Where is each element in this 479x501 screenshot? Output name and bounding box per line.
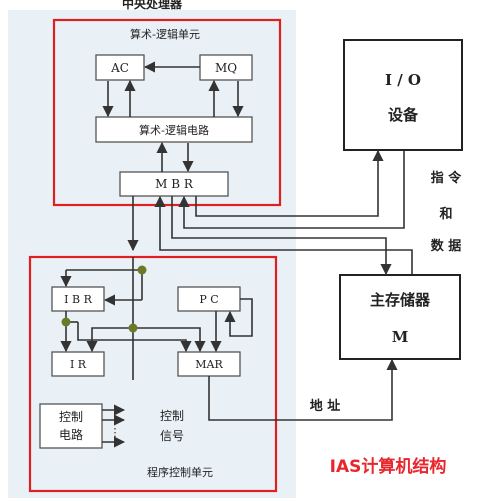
control-region bbox=[28, 255, 278, 493]
mq-label: MQ bbox=[215, 61, 237, 75]
memory-line2: M bbox=[392, 328, 409, 346]
ir-register bbox=[51, 351, 105, 377]
memory-line1: 主存储器 bbox=[370, 291, 431, 309]
mar-label: MAR bbox=[195, 358, 223, 371]
main-memory bbox=[339, 274, 461, 360]
line-io-to-mbr bbox=[178, 151, 405, 229]
line-bus-to-ir bbox=[86, 327, 133, 353]
label-and: 和 bbox=[439, 206, 452, 222]
control-title: 程序控制单元 bbox=[147, 465, 213, 479]
diagram-caption: IAS计算机结构 bbox=[330, 456, 447, 477]
control-circuit bbox=[39, 403, 103, 449]
junction-dot-2 bbox=[61, 317, 71, 327]
io-line2: 设备 bbox=[388, 106, 419, 124]
signal-dots: ⋮ bbox=[110, 426, 121, 439]
junction-dot-1 bbox=[137, 265, 147, 275]
junction-dot-3 bbox=[128, 323, 138, 333]
alu-region bbox=[52, 18, 282, 207]
control-circuit-line2: 电路 bbox=[59, 427, 83, 442]
control-signal-line1: 控制 bbox=[160, 409, 184, 423]
line-ibr-to-mar bbox=[77, 322, 192, 353]
line-bus-to-mar bbox=[133, 327, 206, 353]
control-signal-line2: 信号 bbox=[160, 429, 184, 443]
ac-label: AC bbox=[110, 61, 129, 75]
mq-register bbox=[199, 54, 253, 81]
alu-circuit bbox=[95, 116, 253, 143]
mbr-label: M B R bbox=[155, 177, 194, 191]
alu-title: 算术-逻辑单元 bbox=[130, 27, 200, 41]
cpu-title: 中央处理器 bbox=[122, 0, 183, 11]
line-mbr-to-io bbox=[195, 149, 384, 217]
io-device bbox=[343, 39, 463, 151]
label-data: 数 据 bbox=[431, 238, 462, 254]
ibr-register bbox=[51, 286, 105, 312]
alu-circuit-label: 算术-逻辑电路 bbox=[139, 123, 209, 137]
pc-label: P C bbox=[199, 293, 218, 306]
mbr-register bbox=[119, 171, 229, 197]
ac-register bbox=[95, 54, 145, 81]
line-mar-to-memory bbox=[208, 358, 398, 421]
ir-label: I R bbox=[70, 358, 87, 371]
io-line1: I / O bbox=[385, 71, 421, 89]
label-instruction: 指 令 bbox=[431, 170, 463, 186]
label-address: 地 址 bbox=[310, 398, 341, 414]
ibr-label: I B R bbox=[64, 293, 92, 306]
control-circuit-line1: 控制 bbox=[59, 410, 83, 424]
line-pc-loop bbox=[224, 298, 253, 337]
line-memory-to-mbr bbox=[154, 195, 413, 274]
line-mbr-to-memory bbox=[171, 196, 392, 276]
